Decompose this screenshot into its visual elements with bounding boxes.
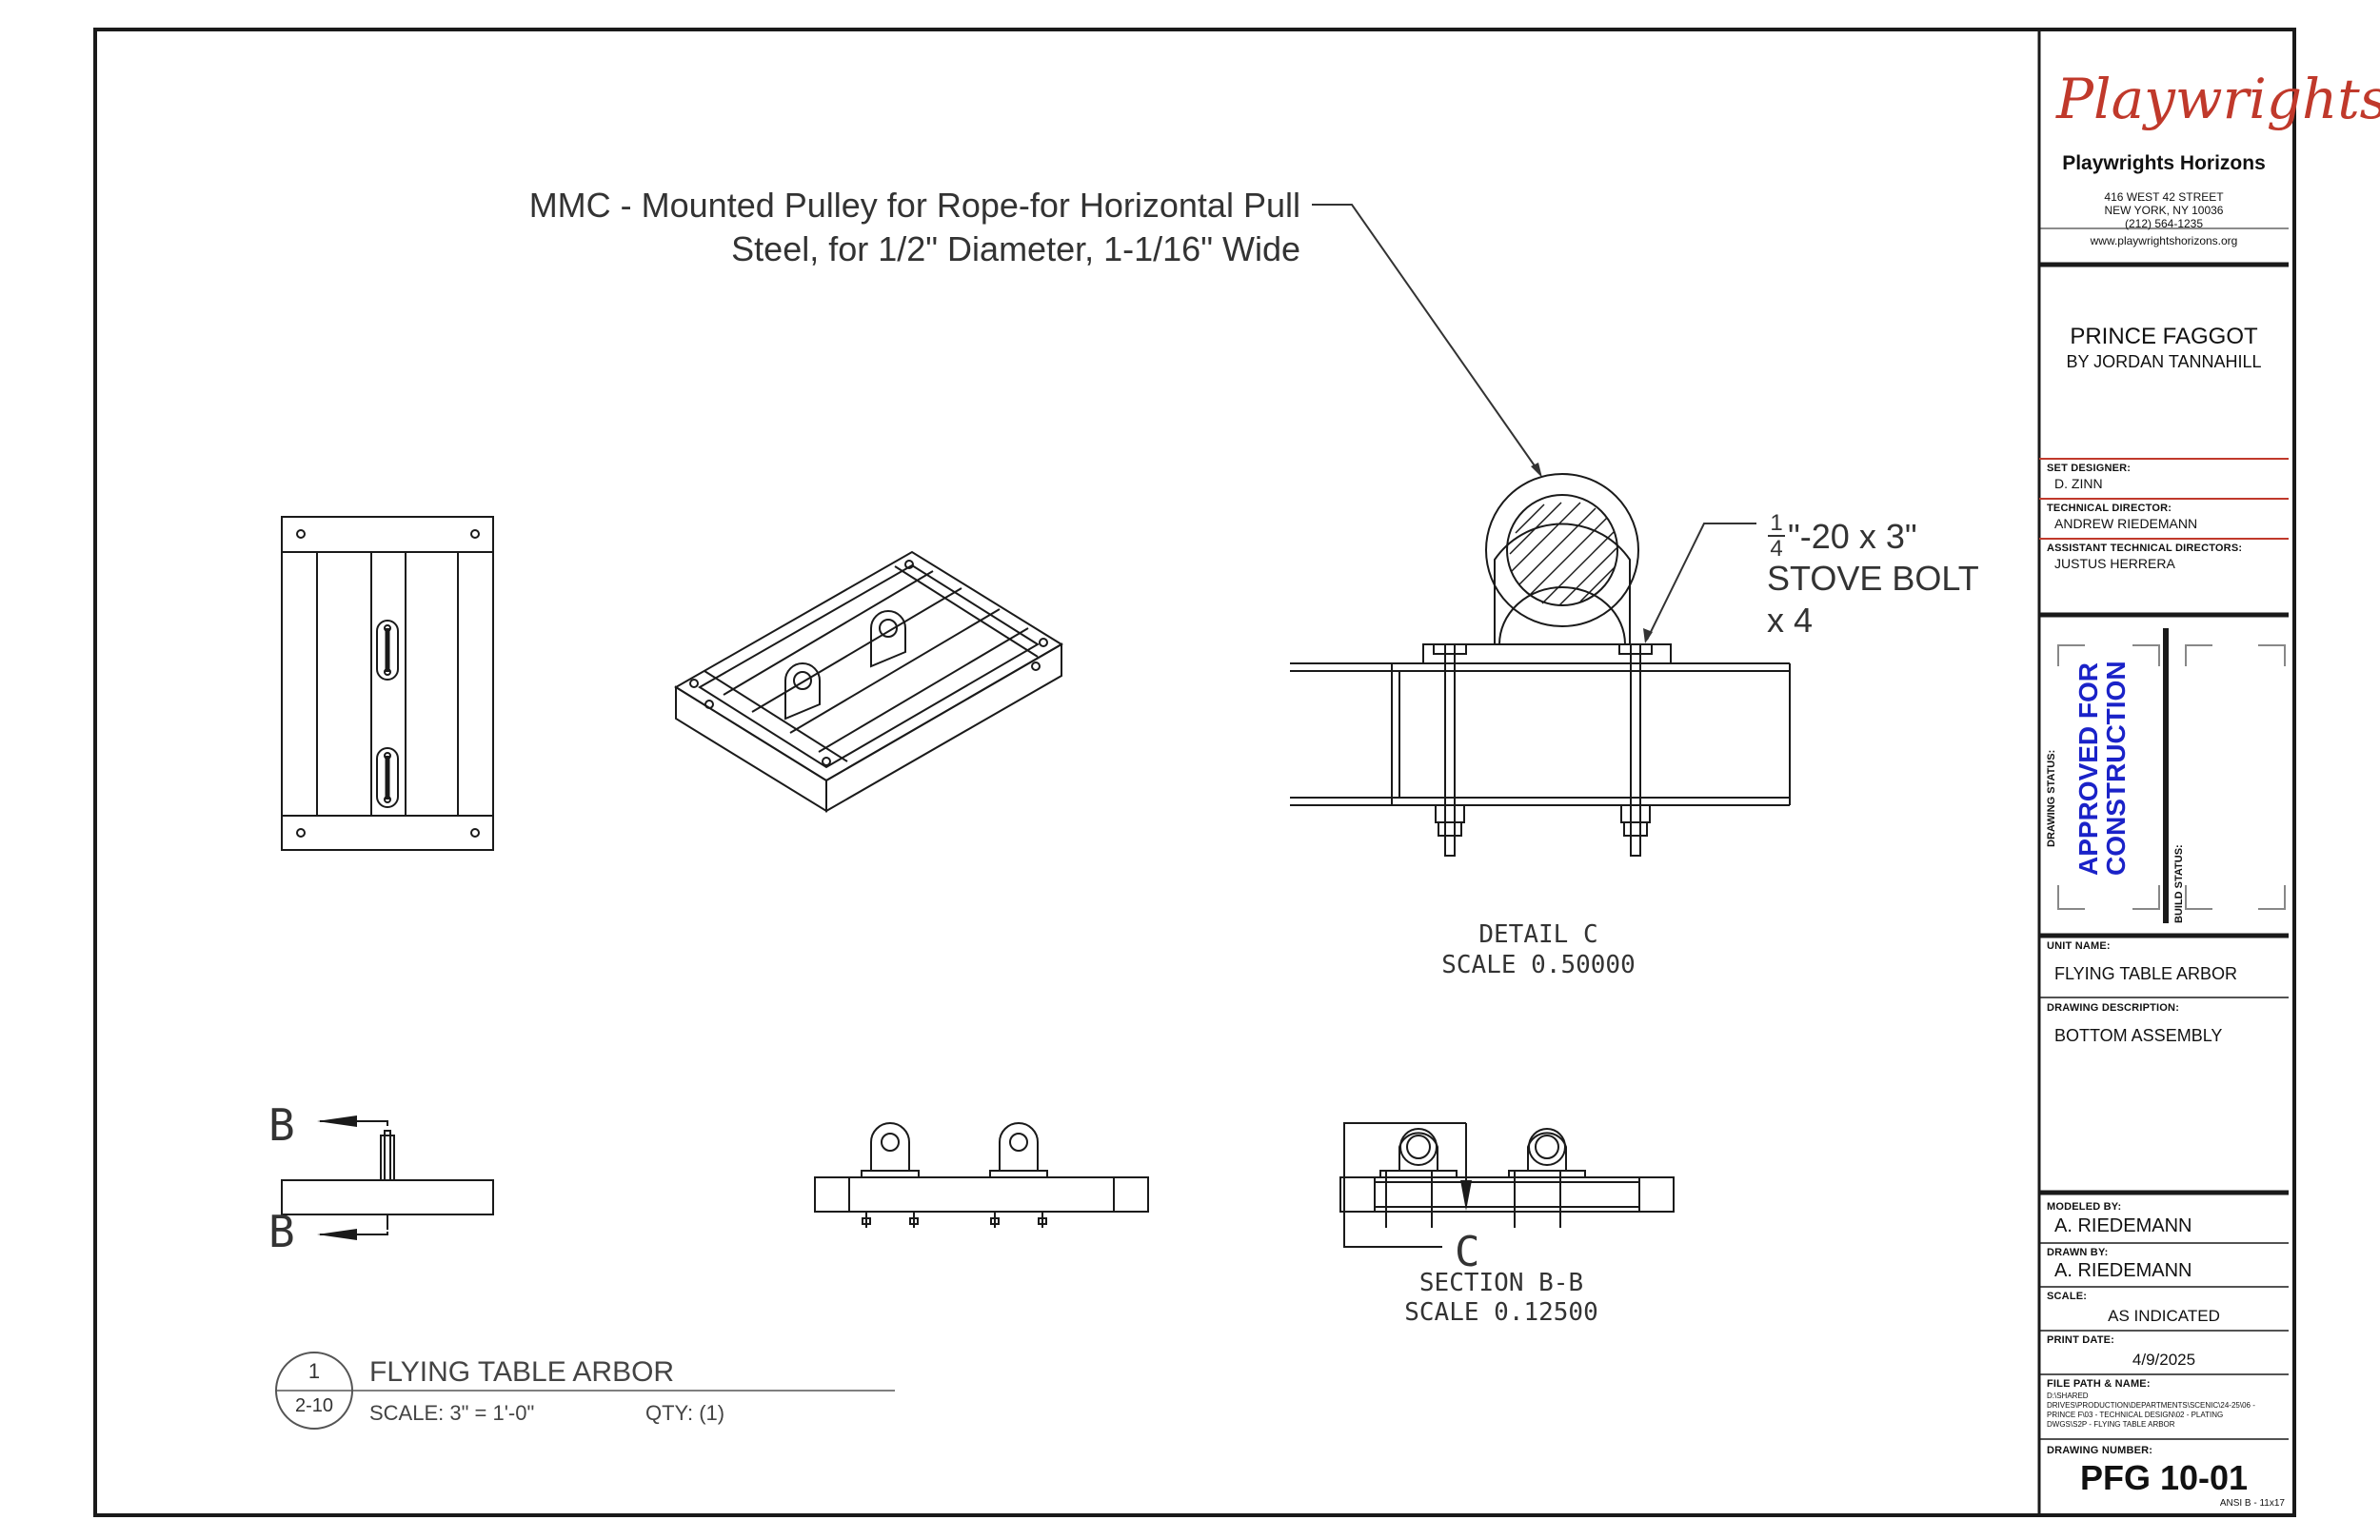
section-b-b-scale: SCALE 0.12500: [1404, 1298, 1598, 1327]
file-path-line-2: DRIVES\PRODUCTION\DEPARTMENTS\SCENIC\24-…: [2047, 1401, 2255, 1410]
callout-line-2: Steel, for 1/2" Diameter, 1-1/16" Wide: [731, 229, 1300, 268]
section-cut-label-bottom: B: [268, 1206, 295, 1257]
bolt-fraction-num: 1: [1770, 510, 1782, 536]
company-name: Playwrights Horizons: [2062, 152, 2266, 174]
view-sheet-ref: 2-10: [295, 1395, 333, 1416]
view-qty: QTY: (1): [645, 1401, 724, 1425]
file-path-line-3: PRINCE F\03 - TECHNICAL DESIGN\02 - PLAT…: [2047, 1411, 2224, 1419]
detail-c-title: DETAIL C: [1478, 920, 1597, 949]
side-view: [281, 1120, 494, 1235]
drawing-status-label: DRAWING STATUS:: [2046, 750, 2057, 847]
print-date-value: 4/9/2025: [2132, 1351, 2196, 1369]
bolt-arrowhead: [1643, 628, 1653, 643]
logo-script: Playwrights: [2056, 67, 2380, 131]
bolt-type: STOVE BOLT: [1767, 559, 1979, 598]
show-author: BY JORDAN TANNAHILL: [2066, 352, 2262, 371]
front-elevation-view: [814, 1122, 1149, 1228]
section-b-b-view: [1339, 1122, 1675, 1248]
company-phone: (212) 564-1235: [2124, 217, 2204, 230]
drawing-number-label: DRAWING NUMBER:: [2047, 1445, 2153, 1456]
drawing-description-label: DRAWING DESCRIPTION:: [2047, 1002, 2180, 1014]
section-arrow-top: [317, 1116, 357, 1127]
section-arrow-bottom: [317, 1229, 357, 1240]
drawn-by-value: A. RIEDEMANN: [2054, 1260, 2192, 1281]
assistant-td-label: ASSISTANT TECHNICAL DIRECTORS:: [2047, 543, 2243, 554]
print-date-label: PRINT DATE:: [2047, 1334, 2115, 1346]
technical-director-label: TECHNICAL DIRECTOR:: [2047, 503, 2172, 514]
show-title: PRINCE FAGGOT: [2070, 324, 2258, 349]
bolt-quantity: x 4: [1767, 601, 1813, 640]
view-title: FLYING TABLE ARBOR: [369, 1356, 674, 1388]
modeled-by-value: A. RIEDEMANN: [2054, 1215, 2192, 1236]
status-approved-line-2: CONSTRUCTION: [2101, 661, 2131, 876]
set-designer-value: D. ZINN: [2054, 476, 2103, 491]
company-address-2: NEW YORK, NY 10036: [2104, 204, 2224, 217]
callout-arrowhead: [1531, 463, 1542, 478]
title-block-lines: [2039, 227, 2289, 1440]
bolt-spec: "-20 x 3": [1788, 517, 1917, 556]
file-path-line-1: D:\SHARED: [2047, 1392, 2089, 1400]
assistant-td-value: JUSTUS HERRERA: [2054, 556, 2175, 571]
scale-value: AS INDICATED: [2108, 1307, 2220, 1325]
scale-label: SCALE:: [2047, 1291, 2088, 1302]
view-number: 1: [308, 1359, 320, 1383]
top-view: [281, 516, 494, 851]
set-designer-label: SET DESIGNER:: [2047, 463, 2132, 474]
callout-leader: [1312, 204, 1541, 475]
build-status-label: BUILD STATUS:: [2173, 844, 2185, 923]
status-approved-line-1: APPROVED FOR: [2073, 662, 2103, 876]
sheet-size: ANSI B - 11x17: [2219, 1498, 2285, 1509]
section-b-b-title: SECTION B-B: [1419, 1269, 1583, 1297]
file-path-label: FILE PATH & NAME:: [2047, 1378, 2151, 1390]
bolt-fraction-den: 4: [1770, 536, 1782, 562]
detail-c-marker: C: [1455, 1228, 1480, 1276]
bolt-leader: [1646, 523, 1756, 641]
detail-c-view: [1290, 473, 1791, 857]
sheet-border: [93, 28, 2296, 1517]
detail-c-arrow: [1460, 1180, 1472, 1211]
company-address-1: 416 WEST 42 STREET: [2104, 190, 2224, 204]
callout-line-1: MMC - Mounted Pulley for Rope-for Horizo…: [529, 186, 1300, 225]
technical-director-value: ANDREW RIEDEMANN: [2054, 516, 2198, 531]
unit-name-value: FLYING TABLE ARBOR: [2054, 964, 2238, 983]
section-cut-label-top: B: [268, 1099, 295, 1151]
drawing-description-value: BOTTOM ASSEMBLY: [2054, 1026, 2223, 1045]
isometric-view: [674, 550, 1063, 813]
unit-name-label: UNIT NAME:: [2047, 940, 2111, 952]
file-path-line-4: DWGS\S2P - FLYING TABLE ARBOR: [2047, 1420, 2175, 1429]
drawing-number-value: PFG 10-01: [2079, 1458, 2249, 1497]
modeled-by-label: MODELED BY:: [2047, 1201, 2122, 1213]
view-scale: SCALE: 3" = 1'-0": [369, 1401, 534, 1425]
detail-c-scale: SCALE 0.50000: [1441, 951, 1636, 979]
drawn-by-label: DRAWN BY:: [2047, 1247, 2109, 1258]
company-website: www.playwrightshorizons.org: [2090, 234, 2238, 247]
